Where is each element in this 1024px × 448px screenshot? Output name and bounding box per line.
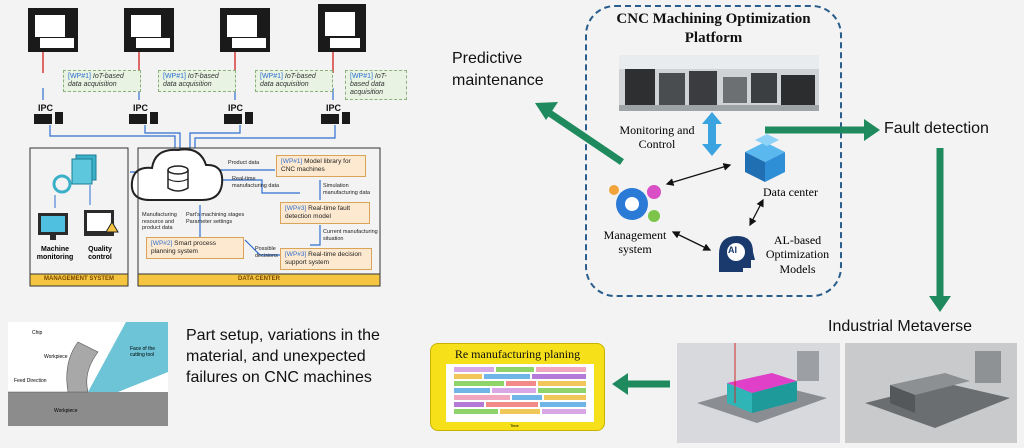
- ai-head-icon: [719, 236, 755, 272]
- computer-icons: [34, 112, 350, 124]
- fault-detection-label: Fault detection: [884, 120, 989, 137]
- cnc-machine-icon: [220, 8, 270, 52]
- platform-title-line2: Platform: [684, 29, 743, 46]
- cutting-illustration: [8, 322, 168, 426]
- flow-label: Product data: [228, 160, 260, 166]
- data-center-title: Data center: [763, 185, 818, 199]
- workpiece-bottom-label: Workpiece: [54, 408, 78, 414]
- ipc-label: IPC: [326, 103, 342, 113]
- part-setup-text: Part setup, variations in the material, …: [186, 327, 380, 386]
- chip-label: Chip: [32, 330, 43, 336]
- cnc-machine-icon: [318, 4, 366, 52]
- ipc-label: IPC: [133, 103, 149, 113]
- server-icon: [745, 134, 785, 182]
- left-architecture-diagram: [WP#1] IoT-based data acquisition [WP#1]…: [0, 0, 410, 295]
- replanning-title: Re manufacturing planing: [454, 347, 581, 361]
- gantt-bars: [454, 367, 586, 414]
- data-center-label: DATA CENTER: [238, 276, 280, 282]
- industrial-metaverse-label: Industrial Metaverse: [828, 318, 973, 335]
- document-icon: [71, 154, 97, 185]
- cnc-machine-icon: [124, 8, 174, 52]
- wp1-box: [WP#1] IoT-based data acquisition: [63, 70, 141, 93]
- flow-label: Possible decisions: [255, 246, 278, 259]
- ipc-label: IPC: [228, 103, 244, 113]
- machine-monitoring-label: Machine monitoring: [36, 246, 74, 262]
- tool-face-label: Face of the cutting tool: [130, 346, 156, 358]
- ai-models-label: AL-based Optimization Models: [765, 233, 830, 276]
- gear-icon: [52, 174, 72, 194]
- fault-detection-box: [WP#3] Real-time fault detection model: [280, 202, 370, 225]
- metaverse-photo-image: [845, 343, 1017, 443]
- flow-label: Part's machining stages Parameter settin…: [186, 212, 245, 225]
- ai-badge: AI: [728, 245, 737, 255]
- management-system-label: MANAGEMENT SYSTEM: [43, 276, 114, 282]
- flow-label: Manufacturing resource and product data: [142, 212, 177, 232]
- wp1-box: [WP#1] IoT-based data acquisition: [255, 70, 333, 93]
- workpiece-top-label: Workpiece: [44, 354, 68, 360]
- factory-photo: [619, 55, 819, 111]
- model-library-box: [WP#1] Model library for CNC machines: [276, 155, 366, 178]
- ipc-label: IPC: [38, 103, 54, 113]
- platform-title-line1: CNC Machining Optimization: [616, 11, 811, 27]
- predictive-maintenance-label: Predictive maintenance: [452, 50, 544, 89]
- wp1-box: [WP#1] IoT-based data acquisition: [158, 70, 236, 93]
- metaverse-render-image: [677, 343, 840, 443]
- flow-label: Current manufacturing situation: [323, 229, 378, 242]
- gantt-xaxis-label: Time: [510, 423, 519, 428]
- cnc-machine-icon: [28, 8, 78, 52]
- feed-direction-label: Feed Direction: [14, 378, 47, 384]
- platform-internal-arrows: [665, 163, 764, 251]
- architecture-lines: [28, 4, 381, 287]
- cutting-figure: Chip Workpiece Feed Direction Workpiece …: [8, 322, 168, 426]
- computer-icon: [129, 112, 158, 124]
- management-label: Management system: [603, 228, 667, 257]
- platform-frame: [585, 5, 842, 297]
- computer-icon: [321, 112, 350, 124]
- flow-label: Simulation manufacturing data: [323, 183, 371, 196]
- quality-control-label: Quality control: [88, 246, 112, 262]
- management-gear-icon: [609, 185, 661, 222]
- decision-support-box: [WP#3] Real-time decision support system: [280, 248, 372, 271]
- monitor-icon: [38, 213, 68, 240]
- platform-title: CNC Machining Optimization Platform: [585, 10, 842, 48]
- cloud-icon: [130, 148, 224, 201]
- wp1-box: [WP#1] IoT-based data acquisition: [345, 70, 407, 101]
- gantt-chart: [446, 364, 594, 422]
- computer-icon: [34, 112, 63, 124]
- process-planning-box: [WP#2] Smart process planning system: [146, 237, 244, 260]
- monitoring-double-arrow: [702, 112, 722, 156]
- monitoring-label: Monitoring and Control: [619, 123, 695, 152]
- computer-icon: [224, 112, 253, 124]
- flow-label: Real-time manufacturing data: [232, 176, 280, 189]
- quality-control-icon: [84, 210, 119, 236]
